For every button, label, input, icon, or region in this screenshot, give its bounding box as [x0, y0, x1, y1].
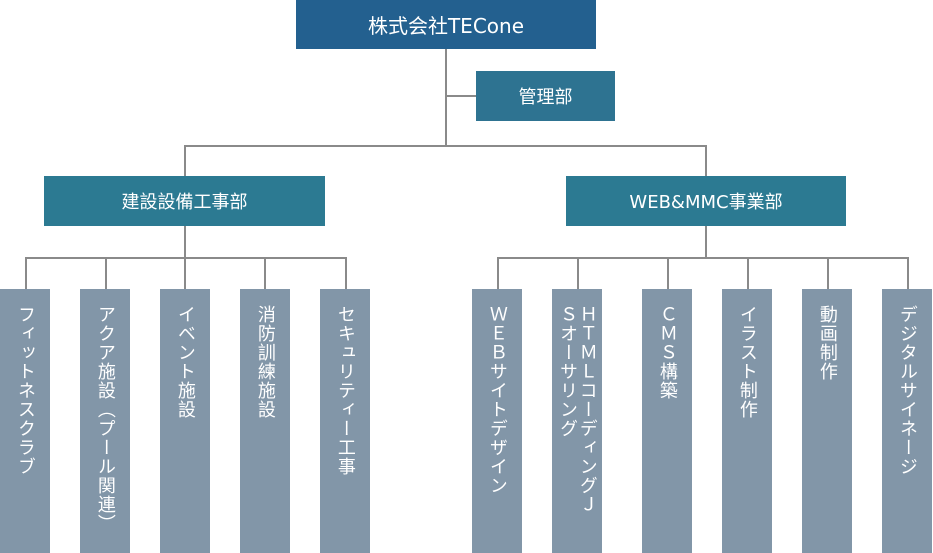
connector-management — [446, 95, 476, 97]
connector-division2-unit-drop — [747, 257, 749, 289]
unit-illustration: イラスト制作 — [722, 289, 772, 553]
unit-html-js: ＨＴＭＬコーディングＪＳオーサリング — [552, 289, 602, 553]
connector-division2-bar — [497, 257, 909, 259]
unit-aqua-facility: アクア施設（プール関連） — [80, 289, 130, 553]
connector-division2-trunk — [705, 226, 707, 258]
connector-division2-unit-drop — [577, 257, 579, 289]
unit-label: フィットネスクラブ — [14, 305, 36, 476]
connector-division2-unit-drop — [827, 257, 829, 289]
unit-web-design: ＷＥＢサイトデザイン — [472, 289, 522, 553]
division-construction-node: 建設設備工事部 — [44, 176, 325, 226]
connector-division1-drop — [184, 145, 186, 176]
unit-label: 消防訓練施設 — [254, 305, 276, 419]
unit-label: イラスト制作 — [736, 305, 758, 419]
division-web-mmc-node: WEB&MMC事業部 — [566, 176, 846, 226]
unit-label: デジタルサイネージ — [896, 305, 918, 476]
connector-division2-unit-drop — [497, 257, 499, 289]
company-root-node: 株式会社TECone — [296, 0, 596, 49]
connector-division1-unit-drop — [105, 257, 107, 289]
unit-label: セキュリティー工事 — [334, 305, 356, 476]
unit-label: ＨＴＭＬコーディングＪＳオーサリング — [557, 305, 598, 514]
unit-security-works: セキュリティー工事 — [320, 289, 370, 553]
connector-division2-unit-drop — [907, 257, 909, 289]
connector-division1-unit-drop — [264, 257, 266, 289]
unit-label: 動画制作 — [816, 305, 838, 381]
connector-root-trunk — [445, 49, 447, 145]
unit-label: イベント施設 — [174, 305, 196, 419]
unit-fire-training: 消防訓練施設 — [240, 289, 290, 553]
unit-event-facility: イベント施設 — [160, 289, 210, 553]
unit-digital-signage: デジタルサイネージ — [882, 289, 932, 553]
unit-fitness-club: フィットネスクラブ — [0, 289, 50, 553]
unit-label: ＣＭＳ構築 — [656, 305, 678, 400]
connector-division1-unit-drop — [345, 257, 347, 289]
connector-division2-drop — [705, 145, 707, 176]
unit-cms: ＣＭＳ構築 — [642, 289, 692, 553]
unit-label: アクア施設（プール関連） — [94, 305, 116, 533]
management-department-node: 管理部 — [476, 71, 615, 121]
connector-division1-unit-drop — [25, 257, 27, 289]
connector-division1-trunk — [184, 226, 186, 258]
unit-video: 動画制作 — [802, 289, 852, 553]
connector-division2-unit-drop — [667, 257, 669, 289]
unit-label: ＷＥＢサイトデザイン — [486, 305, 508, 495]
connector-division1-unit-drop — [184, 257, 186, 289]
connector-division-bar — [184, 145, 706, 147]
